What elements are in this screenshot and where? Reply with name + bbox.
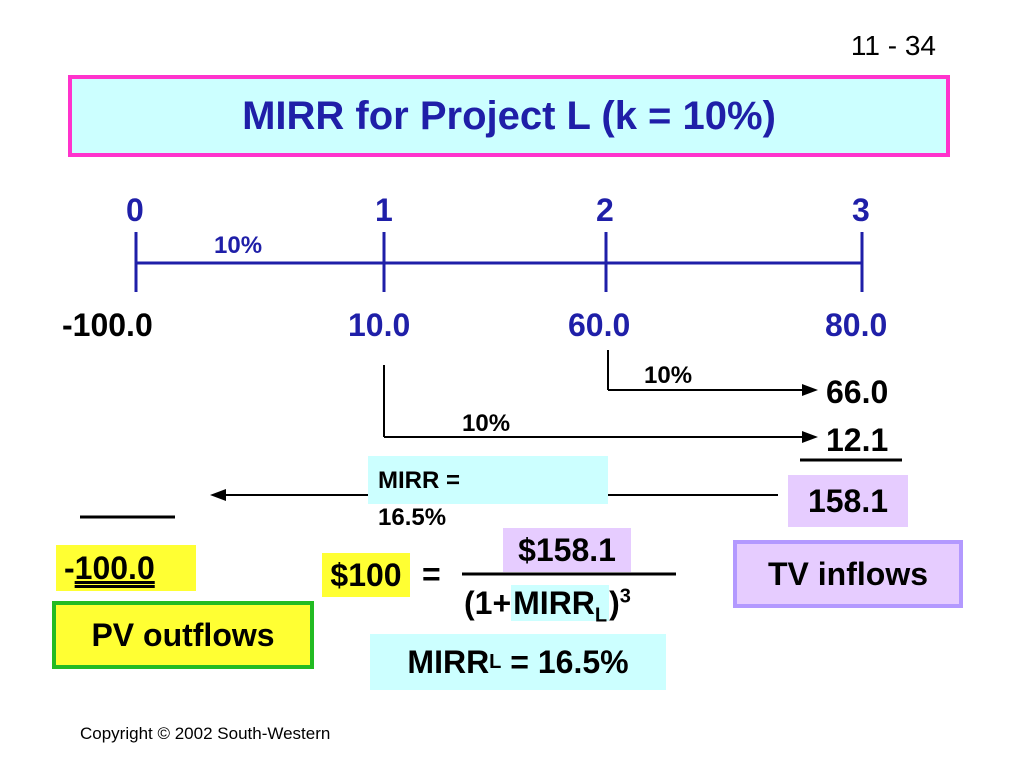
result-label: MIRR [407, 643, 490, 680]
timeline-rate-label: 10% [214, 232, 263, 259]
pv-outflows-label: PV outflows [52, 601, 314, 669]
cash-flow-3: 80.0 [825, 307, 888, 343]
den-sub: L [594, 604, 608, 627]
cash-flow-2: 60.0 [568, 307, 631, 343]
page-number: 11 - 34 [850, 30, 936, 61]
pv-prefix: - [64, 550, 75, 586]
cash-flow-0: -100.0 [62, 307, 153, 343]
period-label-1: 1 [375, 192, 393, 228]
den-open: (1+ [464, 585, 512, 621]
pv-value: -100.0 [56, 545, 196, 591]
compound-arrow-2 [802, 384, 818, 396]
compound-arrow-1 [802, 431, 818, 443]
tv-total: 158.1 [788, 475, 908, 527]
compound-value-1: 12.1 [826, 422, 889, 458]
page-title: MIRR for Project L (k = 10%) [242, 93, 776, 138]
mirr-box: MIRR = [368, 456, 608, 504]
period-label-2: 2 [596, 192, 614, 228]
compound-value-2: 66.0 [826, 374, 889, 410]
result-value: = 16.5% [501, 643, 629, 680]
pv-number: 100.0 [74, 550, 155, 586]
equation-equals: = [422, 556, 441, 592]
title-box: MIRR for Project L (k = 10%) [68, 75, 950, 157]
mirr-box-value: 16.5% [378, 504, 447, 531]
period-label-3: 3 [852, 192, 870, 228]
compound-rate-1: 10% [462, 410, 511, 437]
den-mirr: MIRR [513, 585, 595, 621]
period-label-0: 0 [126, 192, 144, 228]
tv-inflows-label: TV inflows [733, 540, 963, 608]
den-mirr-highlight: MIRRL [511, 585, 610, 626]
equation-numerator: $158.1 [503, 528, 631, 572]
den-exp: 3 [619, 585, 631, 608]
discount-arrow [210, 489, 226, 501]
result-sub: L [489, 650, 502, 673]
compound-rate-2: 10% [644, 362, 693, 389]
copyright: Copyright © 2002 South-Western [80, 724, 331, 743]
equation-denominator: (1+MIRRL)3 [464, 585, 631, 627]
den-close: ) [609, 585, 620, 621]
cash-flow-1: 10.0 [348, 307, 411, 343]
equation-lhs: $100 [322, 553, 410, 597]
